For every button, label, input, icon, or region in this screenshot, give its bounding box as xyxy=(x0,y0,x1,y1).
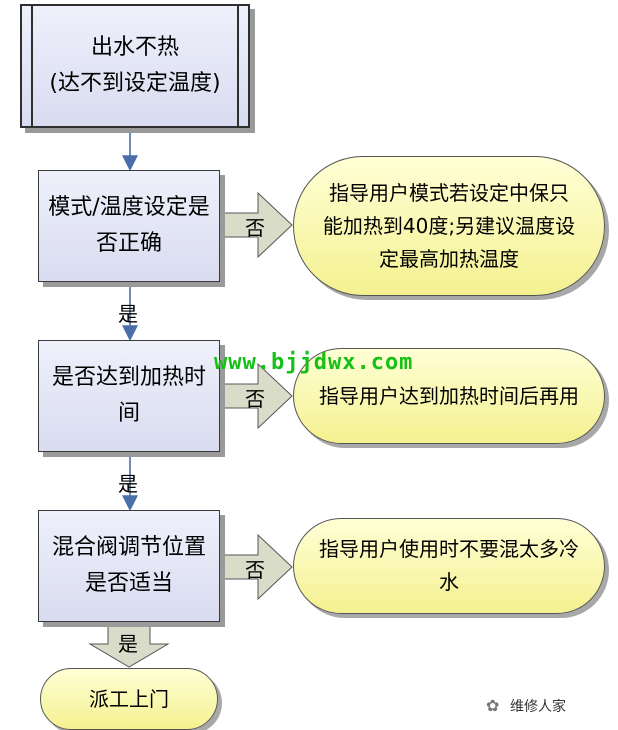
big-arrow-q3-end xyxy=(88,621,170,668)
action-wait-heating: 指导用户达到加热时间后再用 xyxy=(293,348,605,444)
q3-line-2: 是否适当 xyxy=(84,571,173,596)
question-mode-temp: 模式/温度设定是 否正确 xyxy=(38,170,220,282)
q2-line-2: 间 xyxy=(117,401,140,426)
label-no-1: 否 xyxy=(245,216,265,240)
wechat-icon: ✿ xyxy=(486,696,500,715)
start-box-right-bar xyxy=(237,6,239,126)
q2-line-1: 是否达到加热时 xyxy=(51,365,206,390)
a3-line-2: 水 xyxy=(439,570,459,594)
start-box: 出水不热 (达不到设定温度) xyxy=(20,4,250,128)
label-yes-1: 是 xyxy=(118,302,138,326)
action-less-cold-water: 指导用户使用时不要混太多冷 水 xyxy=(293,518,605,614)
a1-line-3: 定最高加热温度 xyxy=(379,246,519,271)
a2-line-1: 指导用户达到加热时间后再用 xyxy=(319,383,579,408)
a1-line-1: 指导用户模式若设定中保只 xyxy=(329,180,569,205)
big-arrow-q2-a2 xyxy=(219,362,293,430)
q1-line-2: 否正确 xyxy=(95,231,162,256)
q1-line-1: 模式/温度设定是 xyxy=(48,195,210,220)
label-no-2: 否 xyxy=(245,387,265,411)
a3-line-1: 指导用户使用时不要混太多冷 xyxy=(319,537,579,561)
end-line-1: 派工上门 xyxy=(89,686,169,711)
big-arrow-q3-a3 xyxy=(219,533,293,601)
start-box-left-bar xyxy=(31,6,33,126)
start-line-2: (达不到设定温度) xyxy=(49,71,221,96)
end-dispatch: 派工上门 xyxy=(40,668,218,730)
label-yes-3: 是 xyxy=(118,632,138,656)
big-arrow-q1-a1 xyxy=(219,191,293,259)
q3-line-1: 混合阀调节位置 xyxy=(51,535,206,560)
question-heating-time: 是否达到加热时 间 xyxy=(38,340,220,452)
action-mode-guidance: 指导用户模式若设定中保只 能加热到40度;另建议温度设 定最高加热温度 xyxy=(293,156,605,296)
label-no-3: 否 xyxy=(245,558,265,582)
start-line-1: 出水不热 xyxy=(90,35,179,60)
question-mixing-valve: 混合阀调节位置 是否适当 xyxy=(38,510,220,622)
watermark-text: www.bjjdwx.com xyxy=(214,350,414,375)
label-yes-2: 是 xyxy=(118,472,138,496)
a1-line-2: 能加热到40度;另建议温度设 xyxy=(322,213,576,238)
brand-text: 维修人家 xyxy=(510,699,566,715)
